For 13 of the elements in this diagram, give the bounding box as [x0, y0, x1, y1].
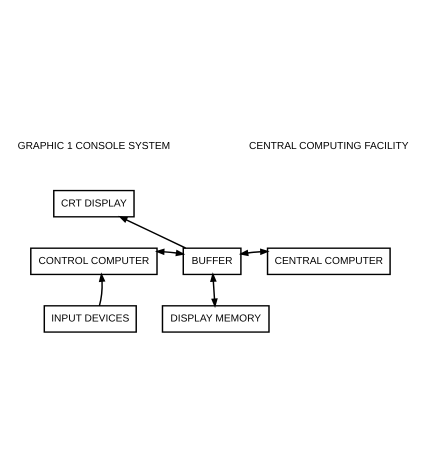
node-box: DISPLAY MEMORY — [162, 304, 270, 332]
arrow — [210, 272, 218, 308]
node-box: CONTROL COMPUTER — [30, 246, 158, 275]
arrow — [238, 248, 270, 256]
label: CENTRAL COMPUTING FACILITY — [249, 140, 409, 152]
arrow — [154, 248, 186, 256]
label: GRAPHIC 1 CONSOLE SYSTEM — [18, 140, 170, 152]
node-box: CENTRAL COMPUTER — [266, 246, 391, 275]
node-box: INPUT DEVICES — [44, 304, 137, 332]
arrow — [98, 272, 106, 306]
arrow — [118, 215, 186, 248]
node-box: CRT DISPLAY — [53, 189, 135, 218]
node-box: BUFFER — [182, 246, 242, 275]
